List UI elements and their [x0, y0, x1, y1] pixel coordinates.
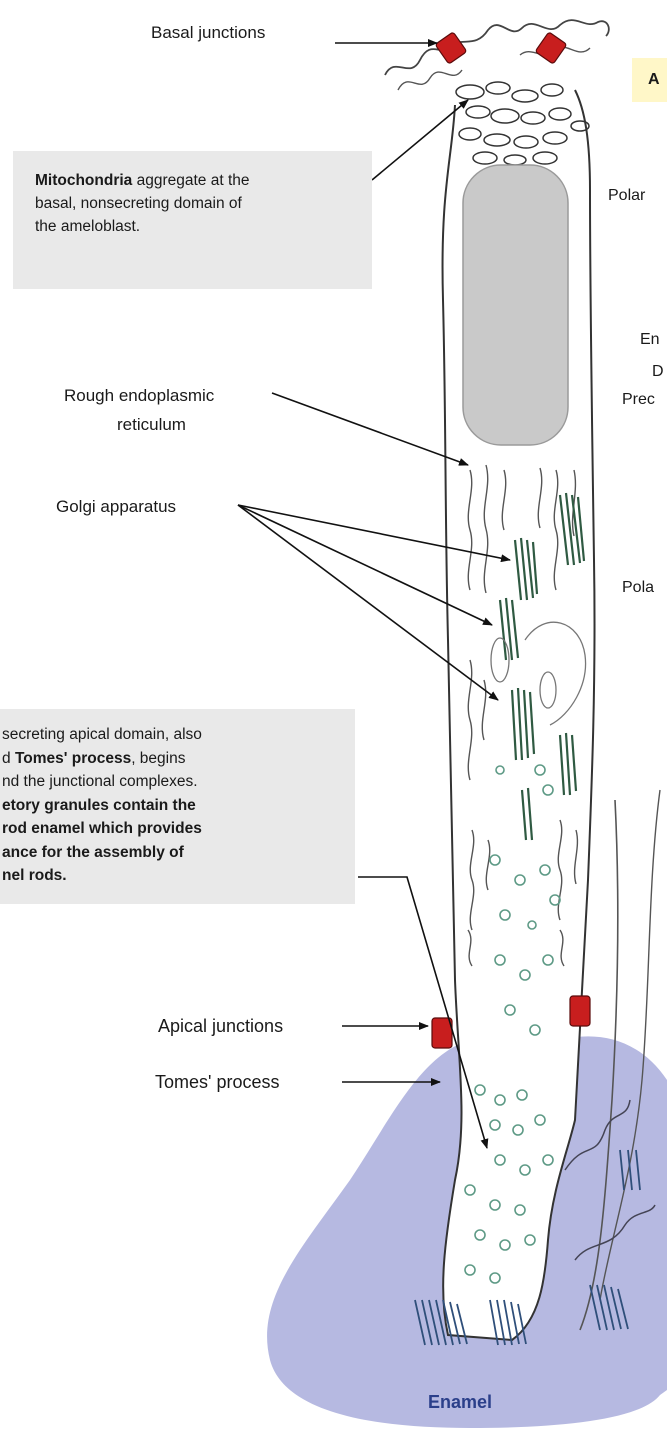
enamel-label: Enamel	[428, 1392, 492, 1413]
side-label-2: En	[640, 330, 660, 350]
mitochondria-note-line2: basal, nonsecreting domain of	[35, 192, 358, 215]
apical-junctions-label: Apical junctions	[158, 1016, 283, 1037]
apical-junction-right	[570, 996, 590, 1026]
mitochondria-note-line3: the ameloblast.	[35, 215, 358, 238]
apical-junction-left	[432, 1018, 452, 1048]
basal-membrane-processes	[385, 20, 609, 75]
nucleus	[463, 165, 568, 445]
rough-er-label-line1: Rough endoplasmic	[64, 385, 214, 406]
basal-junctions-label: Basal junctions	[151, 22, 265, 43]
secreting-note-tomes-bold: Tomes' process	[15, 750, 131, 767]
secreting-note-line1: secreting apical domain, also	[2, 723, 347, 747]
mitochondria-note-line1: aggregate at the	[132, 172, 249, 189]
side-label-5: Pola	[622, 578, 654, 598]
basal-junction-left	[435, 32, 467, 64]
corner-tag: A	[632, 58, 667, 102]
rough-er-label-line2: reticulum	[117, 414, 186, 435]
secreting-note-line3: nd the junctional complexes.	[2, 770, 347, 794]
secreting-note-line7: nel rods.	[2, 864, 347, 888]
secreting-note-line2-pre: d	[2, 750, 15, 767]
tomes-process-label: Tomes' process	[155, 1072, 279, 1093]
mitochondria-note-bold: Mitochondria	[35, 172, 132, 189]
side-label-3: D	[652, 362, 664, 382]
mitochondria-note: Mitochondria aggregate at the basal, non…	[13, 151, 372, 289]
golgi-apparatus-label: Golgi apparatus	[56, 496, 176, 517]
secreting-note-line6: ance for the assembly of	[2, 841, 347, 865]
side-label-4: Prec	[622, 390, 655, 410]
secreting-note-line4: etory granules contain the	[2, 794, 347, 818]
basal-junction-right	[535, 32, 567, 64]
secreting-domain-note: secreting apical domain, also d Tomes' p…	[0, 709, 355, 904]
secreting-note-line2-post: , begins	[131, 750, 185, 767]
side-label-1: Polar	[608, 186, 645, 206]
secreting-note-line5: rod enamel which provides	[2, 817, 347, 841]
